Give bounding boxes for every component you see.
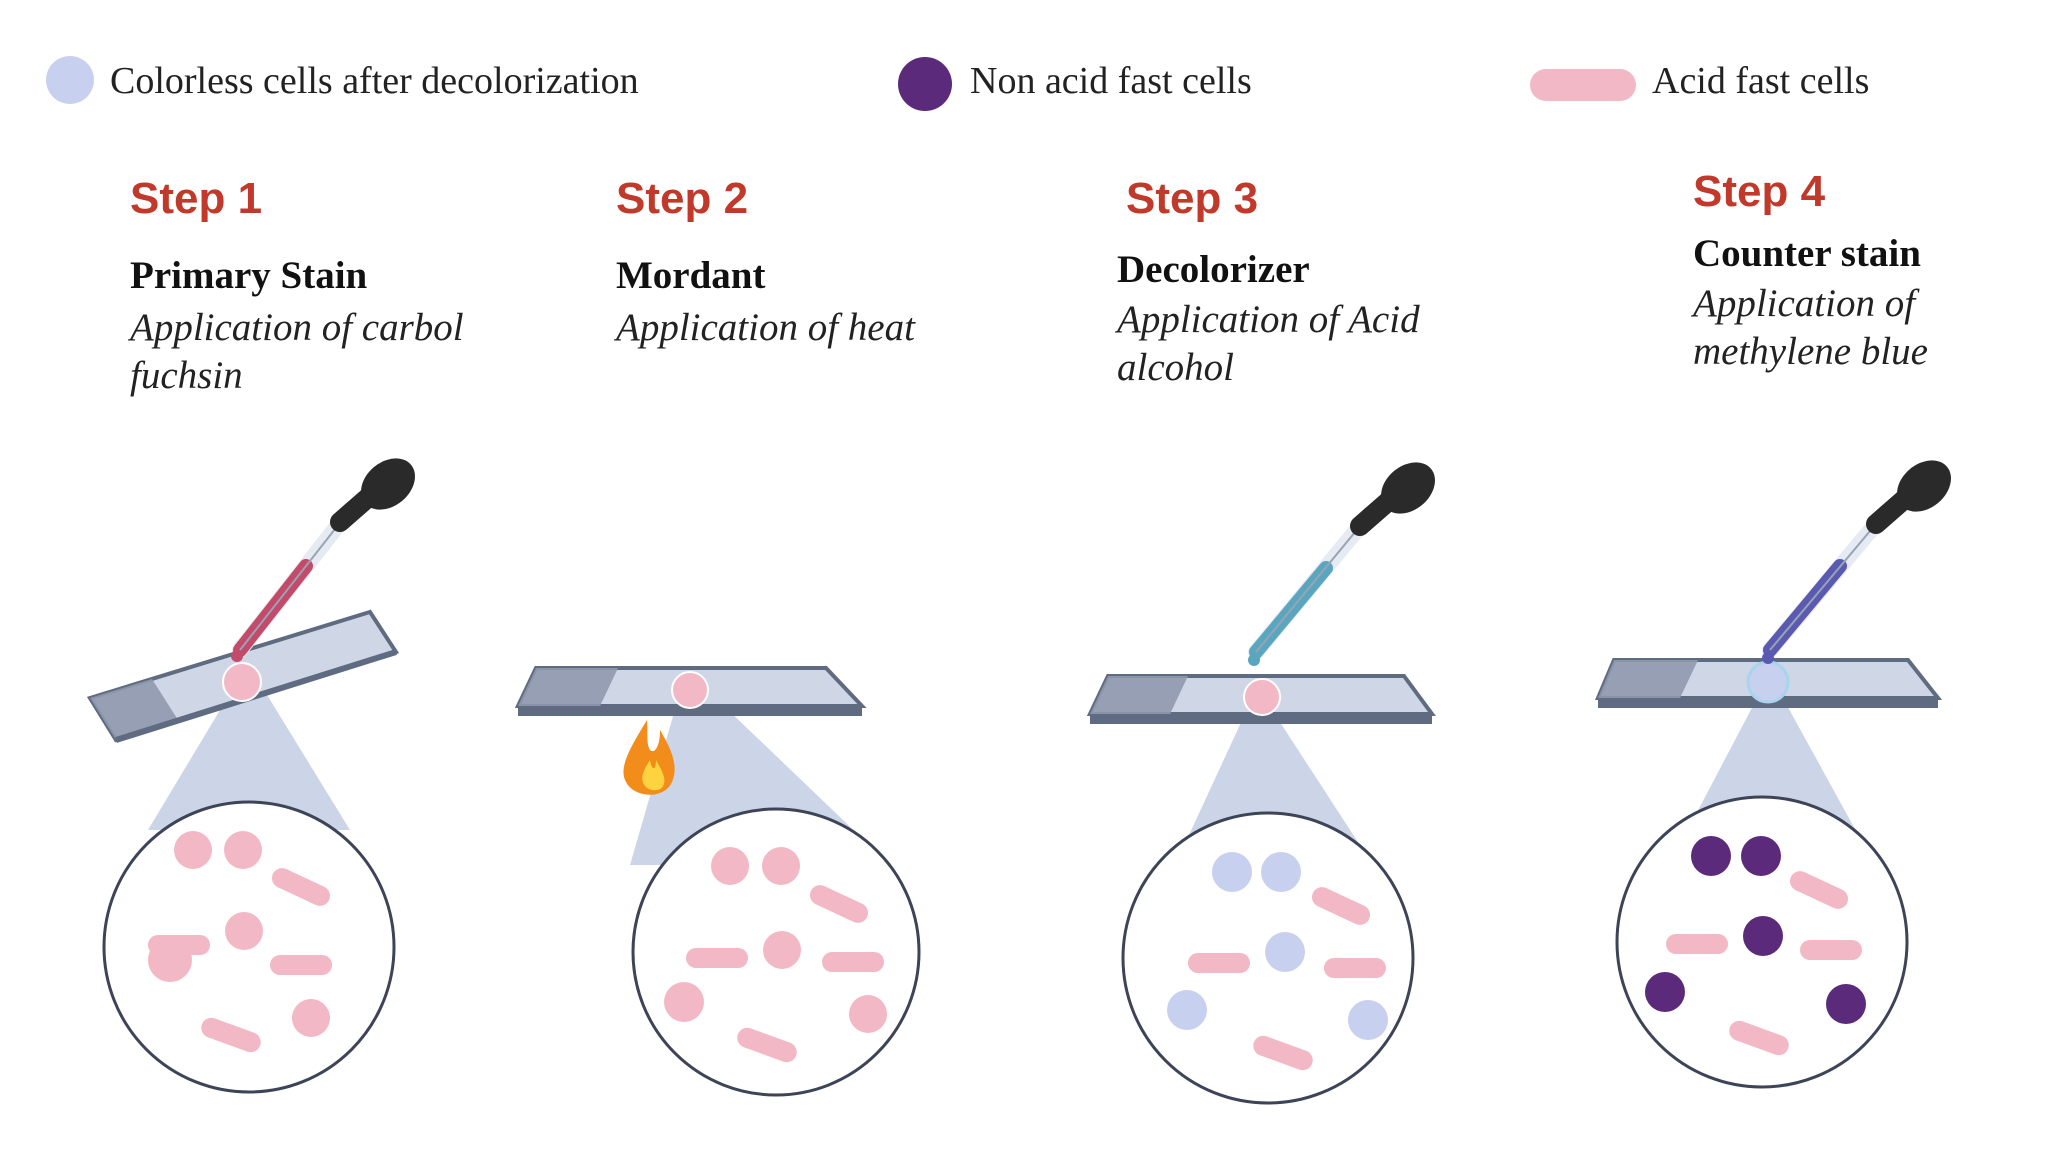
step-1-title: Primary Stain [130, 254, 368, 297]
step-4-description-line-1: Application of [1690, 282, 1920, 325]
step-1-cells [148, 831, 332, 1053]
step-2: Step 2 Mordant Application of heat [514, 174, 921, 1097]
step-2-description-line-1: Application of heat [613, 306, 916, 349]
colorless-cell-legend-icon [46, 56, 94, 104]
non-acid-fast-cell-legend-label: Non acid fast cells [970, 60, 1252, 102]
step-1-description-line-1: Application of carbol [127, 306, 464, 349]
step-2-cells [664, 847, 887, 1063]
colorless-cell-legend-label: Colorless cells after decolorization [110, 60, 639, 102]
step-3-title: Decolorizer [1117, 248, 1310, 291]
step-3-slide-label-area [1090, 676, 1188, 714]
step-3-sample-drop [1243, 678, 1281, 716]
step-4-heading: Step 4 [1693, 167, 1826, 216]
step-4: Step 4 Counter stain Application of meth… [1594, 167, 1951, 1089]
step-3-dropper-icon [1248, 462, 1435, 666]
step-2-title: Mordant [616, 254, 766, 297]
step-2-heading: Step 2 [616, 174, 748, 223]
step-3-heading: Step 3 [1126, 174, 1258, 223]
step-2-flame-icon [623, 720, 675, 795]
step-1-heading: Step 1 [130, 174, 262, 223]
step-3: Step 3 Decolorizer Application of Acid a… [1086, 174, 1436, 1105]
step-4-title: Counter stain [1693, 232, 1921, 275]
step-2-sample-drop [671, 671, 709, 709]
step-1-sample-drop [222, 662, 262, 702]
step-4-slide-label-area [1598, 660, 1698, 698]
non-acid-fast-cell-legend-icon [898, 57, 952, 111]
step-2-slide-label-area [518, 668, 618, 706]
step-1-description-line-2: fuchsin [130, 354, 243, 397]
step-3-description-line-2: alcohol [1117, 346, 1234, 389]
step-3-cells [1167, 852, 1388, 1071]
step-1-zoom-cone [148, 690, 350, 830]
step-3-description-line-1: Application of Acid [1114, 298, 1420, 341]
acid-fast-cell-legend-icon [1530, 69, 1636, 101]
step-4-description-line-2: methylene blue [1693, 330, 1928, 373]
legend: Colorless cells after decolorization Non… [46, 56, 1869, 111]
step-4-dropper-icon [1762, 460, 1951, 664]
step-1: Step 1 Primary Stain Application of carb… [86, 174, 464, 1094]
acid-fast-cell-legend-label: Acid fast cells [1652, 60, 1869, 102]
step-4-sample-drop [1746, 660, 1790, 704]
step-4-cells [1645, 836, 1866, 1056]
step-1-dropper-icon [231, 458, 415, 662]
